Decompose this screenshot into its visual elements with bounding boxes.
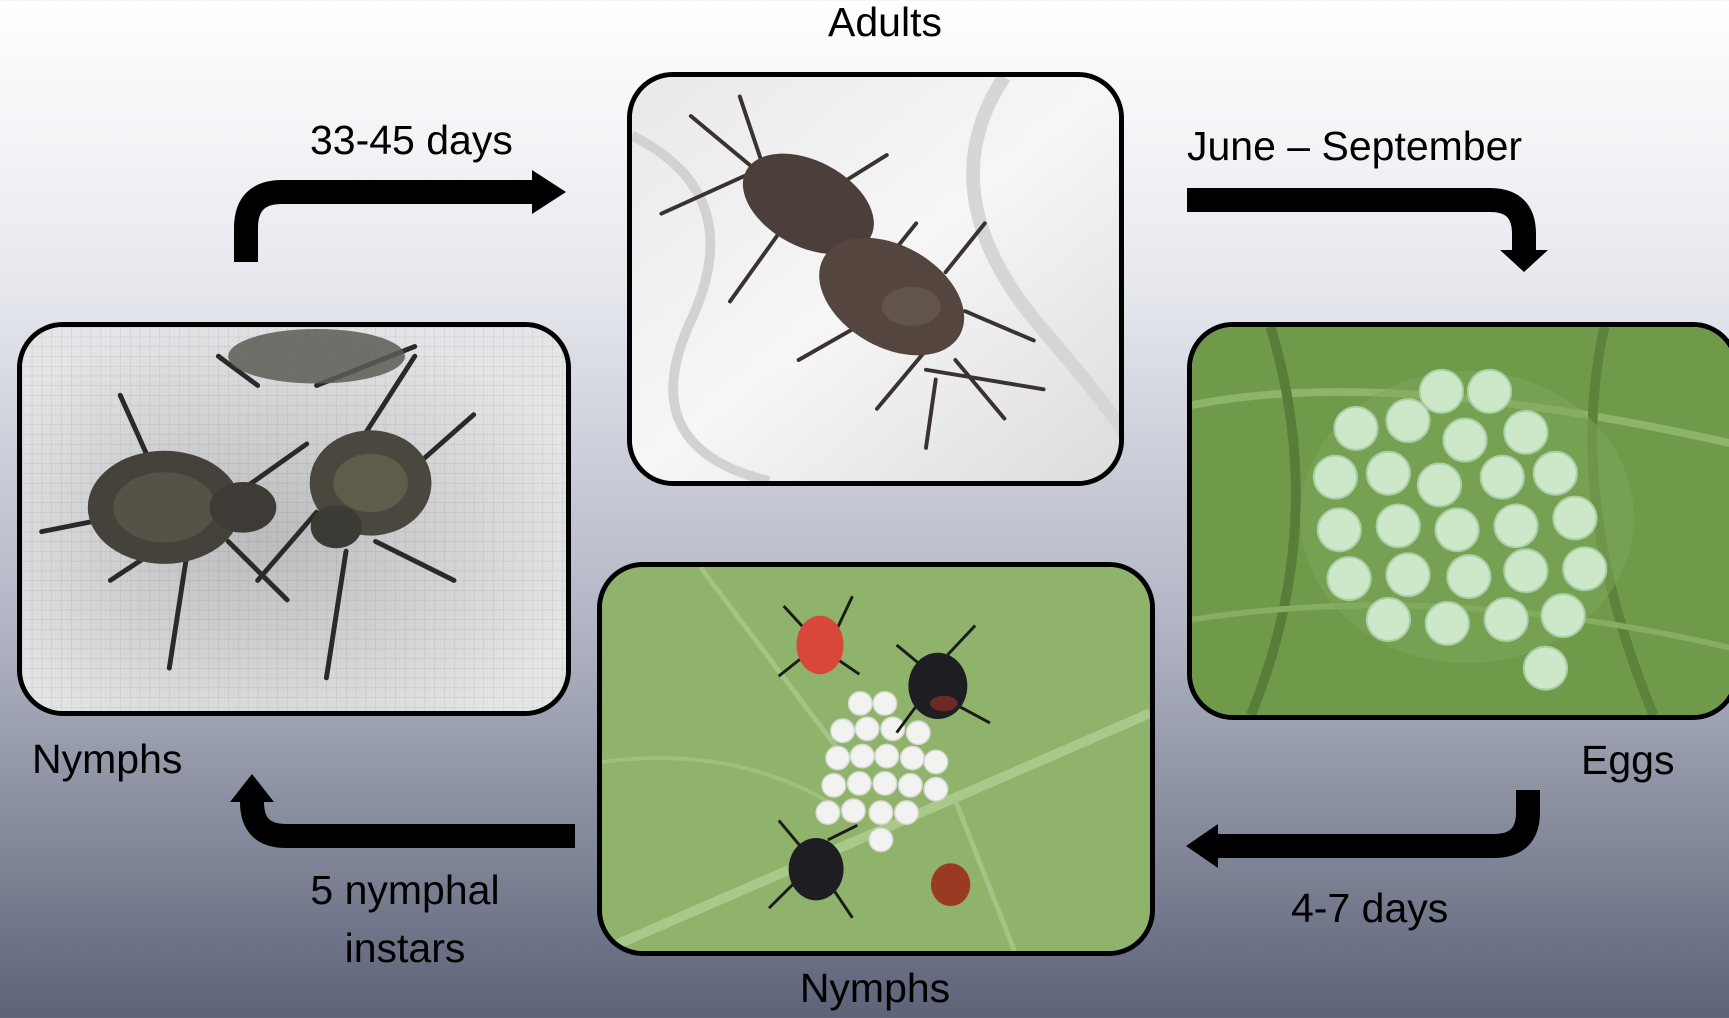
arrowhead-right	[532, 170, 566, 214]
arrowhead-up	[230, 774, 274, 802]
arrow-nymphs-to-adults	[246, 192, 535, 262]
hatching-nymphs-photo	[597, 562, 1155, 956]
arrowhead-down	[1500, 250, 1548, 272]
arrow-hatchlings-to-nymphs	[252, 800, 575, 836]
nymphs-photo	[17, 322, 571, 716]
eggs-photo	[1187, 322, 1729, 720]
arrowhead-left	[1186, 824, 1218, 868]
arrow-adults-to-eggs	[1187, 200, 1524, 252]
adults-photo	[627, 72, 1124, 486]
arrow-eggs-to-hatchlings	[1215, 790, 1528, 846]
